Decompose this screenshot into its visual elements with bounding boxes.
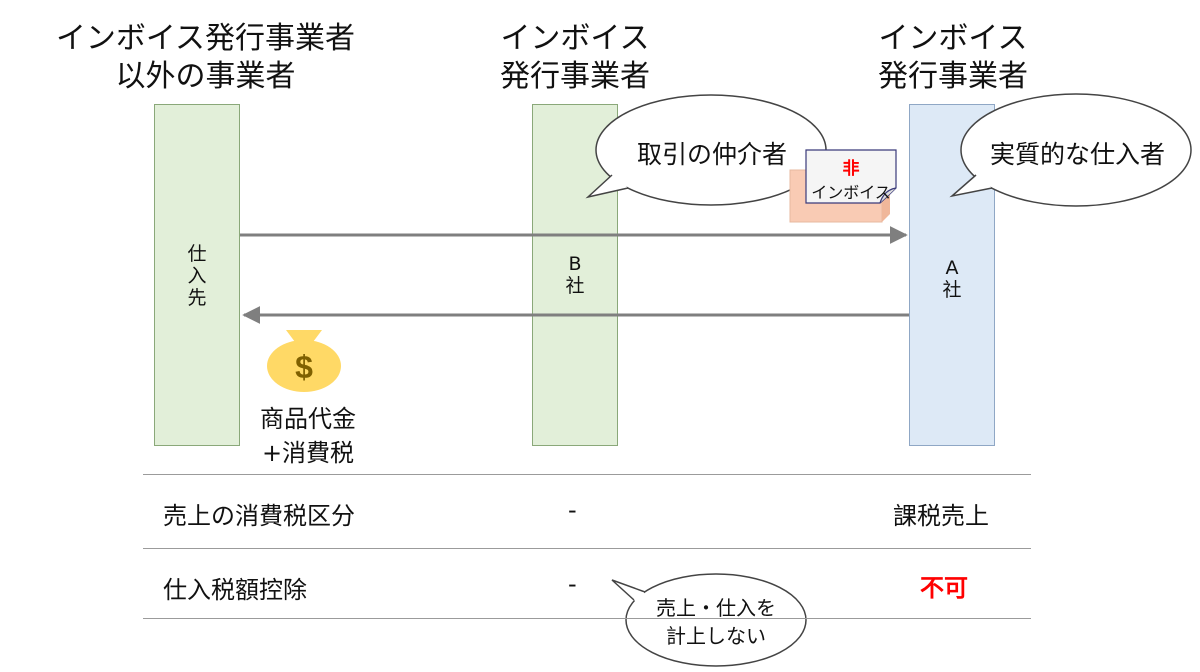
supplier-bar: 仕入先 [154, 104, 240, 446]
document-icon [789, 149, 897, 223]
row-input-tax-credit-label: 仕入税額控除 [163, 576, 307, 604]
company-a-label: A 社 [910, 257, 994, 301]
header-right-line1: インボイス [878, 21, 1028, 56]
header-middle-line2: 発行事業者 [500, 59, 650, 94]
document-label: インボイス [811, 183, 891, 202]
company-b-label-line2: 社 [565, 275, 585, 297]
row-input-tax-credit-middle: - [568, 570, 577, 598]
company-a-label-line2: 社 [942, 279, 962, 301]
header-left-line1: インボイス発行事業者 [55, 21, 356, 56]
note-label: 売上・仕入を 計上しない [640, 594, 792, 650]
intermediary-label: 取引の仲介者 [636, 140, 787, 169]
header-left-line2: 以外の事業者 [115, 59, 296, 94]
company-a-label-line1: A [945, 257, 959, 279]
supplier-bar-label: 仕入先 [187, 243, 207, 309]
payment-label-line2: +消費税 [261, 439, 355, 467]
header-left: インボイス発行事業者 以外の事業者 [38, 20, 373, 96]
purchaser-label: 実質的な仕入者 [989, 140, 1165, 169]
table-divider-top [143, 474, 1031, 475]
table-divider-middle [143, 548, 1031, 549]
note-bubble [611, 573, 807, 667]
header-right-line2: 発行事業者 [878, 59, 1028, 94]
row-input-tax-credit-right: 不可 [920, 574, 968, 602]
header-middle: インボイス 発行事業者 [470, 20, 680, 96]
payment-label: 商品代金 +消費税 [244, 402, 372, 470]
row-sales-tax-category-middle: - [568, 496, 577, 524]
money-symbol: $ [295, 349, 313, 385]
header-right: インボイス 発行事業者 [848, 20, 1058, 96]
note-label-line2: 計上しない [666, 624, 766, 648]
row-sales-tax-category-label: 売上の消費税区分 [163, 502, 355, 530]
purchaser-bubble [949, 93, 1192, 207]
table-divider-bottom [143, 618, 1031, 619]
row-sales-tax-category-right: 課税売上 [893, 502, 989, 530]
document-badge: 非 [842, 159, 860, 179]
header-middle-line1: インボイス [500, 21, 650, 56]
payment-label-line1: 商品代金 [260, 405, 356, 433]
money-bag-icon: $ [267, 330, 341, 392]
company-b-label: B 社 [533, 253, 617, 297]
note-label-line1: 売上・仕入を [656, 596, 776, 620]
company-b-label-line1: B [568, 253, 582, 275]
